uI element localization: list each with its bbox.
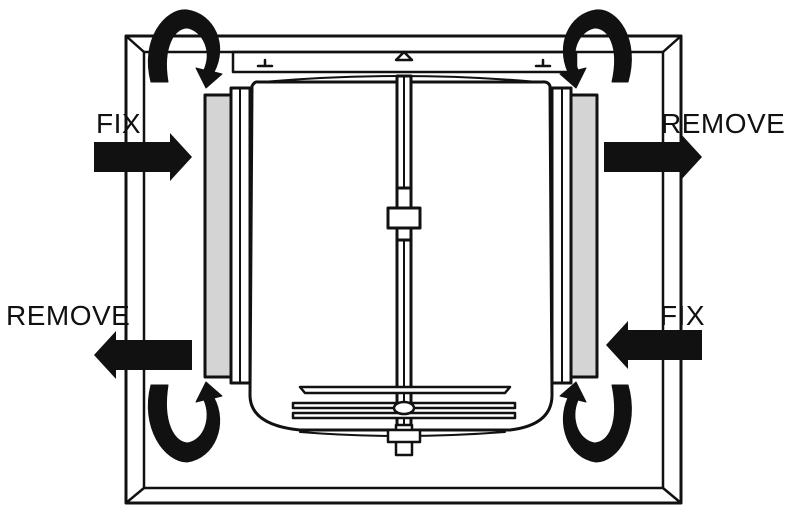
bottom-latch: [386, 423, 422, 457]
rotate-arrow-top-right: [559, 9, 632, 89]
arrow-left-icon: [94, 331, 192, 379]
rotate-arrow-bottom-right: [559, 381, 632, 463]
rotate-arrow-bottom-left: [147, 381, 223, 463]
arrow-right-icon: [94, 133, 192, 181]
rotate-arrow-top-left: [147, 9, 223, 89]
label-fix-bottom-right: FIX: [660, 300, 706, 331]
label-remove-bottom-left: REMOVE: [6, 300, 131, 331]
label-fix-top-left: FIX: [96, 108, 142, 139]
label-remove-top-right: REMOVE: [661, 108, 786, 139]
arrow-left-icon: [606, 321, 702, 369]
bottom-clamp: [291, 385, 517, 420]
arrow-right-icon: [604, 133, 702, 181]
top-mounting-bar: [231, 50, 578, 74]
left-filter: [203, 86, 252, 385]
right-filter: [550, 86, 599, 385]
